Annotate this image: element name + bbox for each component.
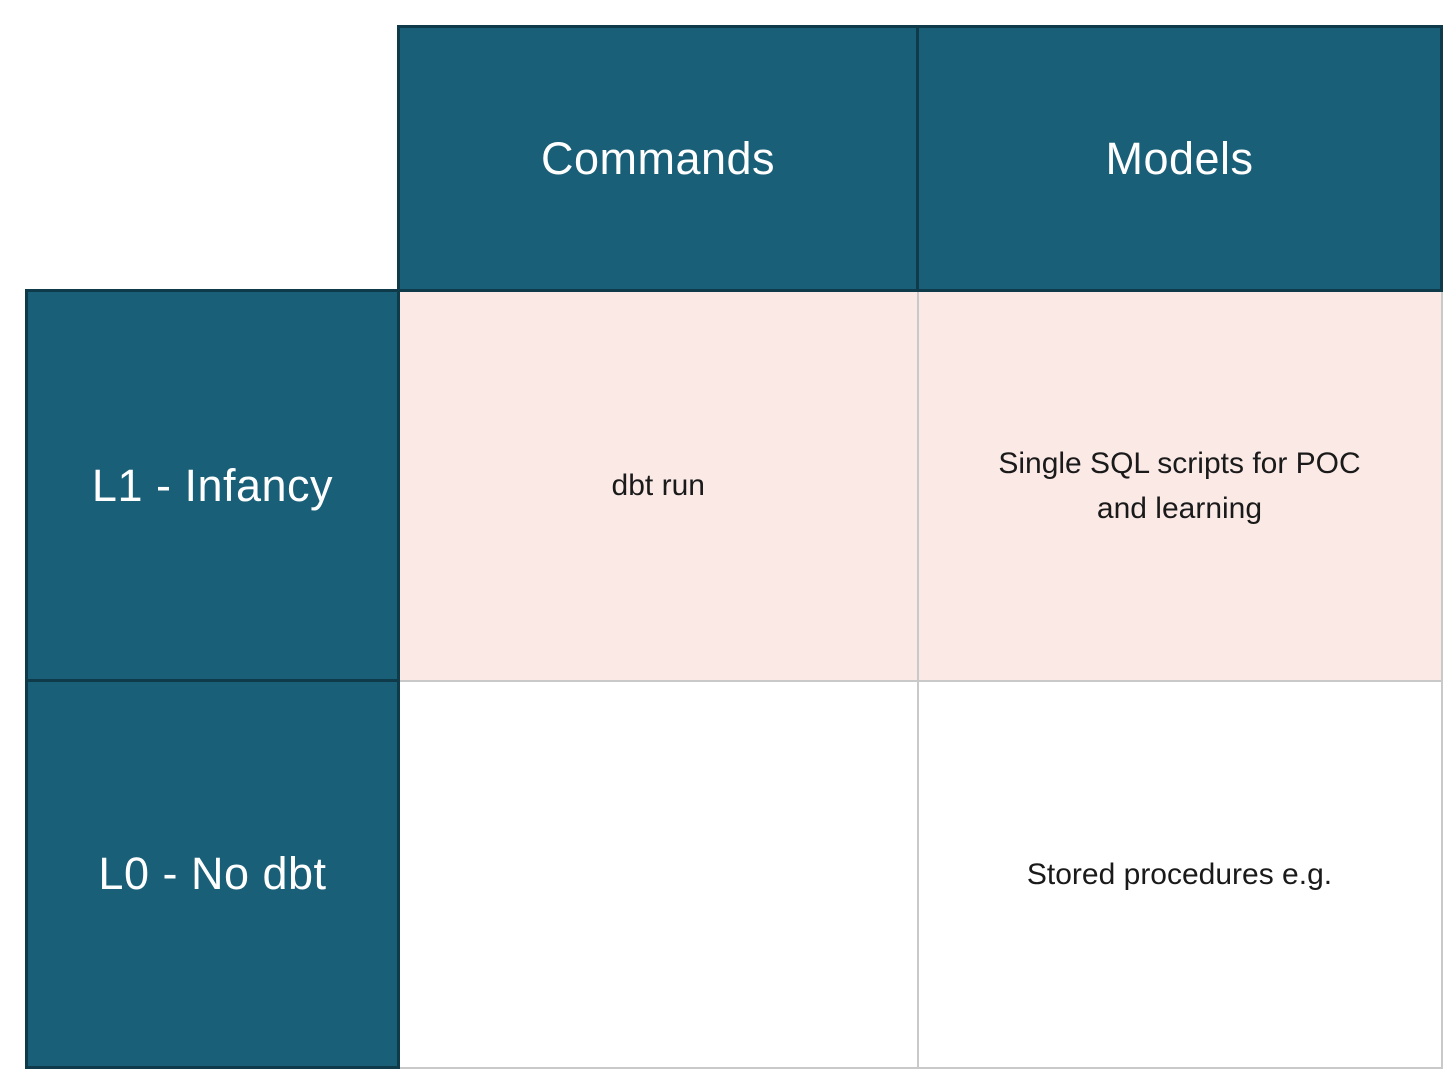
cell-l1-models-text: Single SQL scripts for POC and learning (998, 446, 1361, 525)
corner-cell (26, 26, 399, 291)
table-row-l1: L1 - Infancy dbt run Single SQL scripts … (25, 289, 1443, 682)
cell-l1-commands-text: dbt run (611, 469, 705, 503)
cell-l1-commands: dbt run (397, 289, 919, 682)
cell-l0-commands (397, 679, 919, 1069)
column-header-commands: Commands (397, 25, 919, 292)
cell-l1-models: Single SQL scripts for POC and learning (916, 289, 1443, 682)
row-header-l0-label: L0 - No dbt (98, 848, 327, 899)
column-header-models-label: Models (1105, 132, 1254, 184)
row-header-l0-no-dbt: L0 - No dbt (25, 679, 400, 1069)
table-row-l0: L0 - No dbt Stored procedures e.g. (25, 679, 1443, 1069)
cell-l0-models-text: Stored procedures e.g. (1026, 857, 1333, 891)
maturity-matrix-table: Commands Models L1 - Infancy dbt run Sin… (25, 25, 1443, 1069)
header-row: Commands Models (26, 25, 1443, 292)
row-header-l1-label: L1 - Infancy (91, 459, 334, 511)
cell-l0-models: Stored procedures e.g. (916, 679, 1443, 1069)
column-header-models: Models (916, 25, 1443, 292)
column-header-commands-label: Commands (540, 132, 776, 184)
row-header-l1-infancy: L1 - Infancy (25, 289, 400, 682)
